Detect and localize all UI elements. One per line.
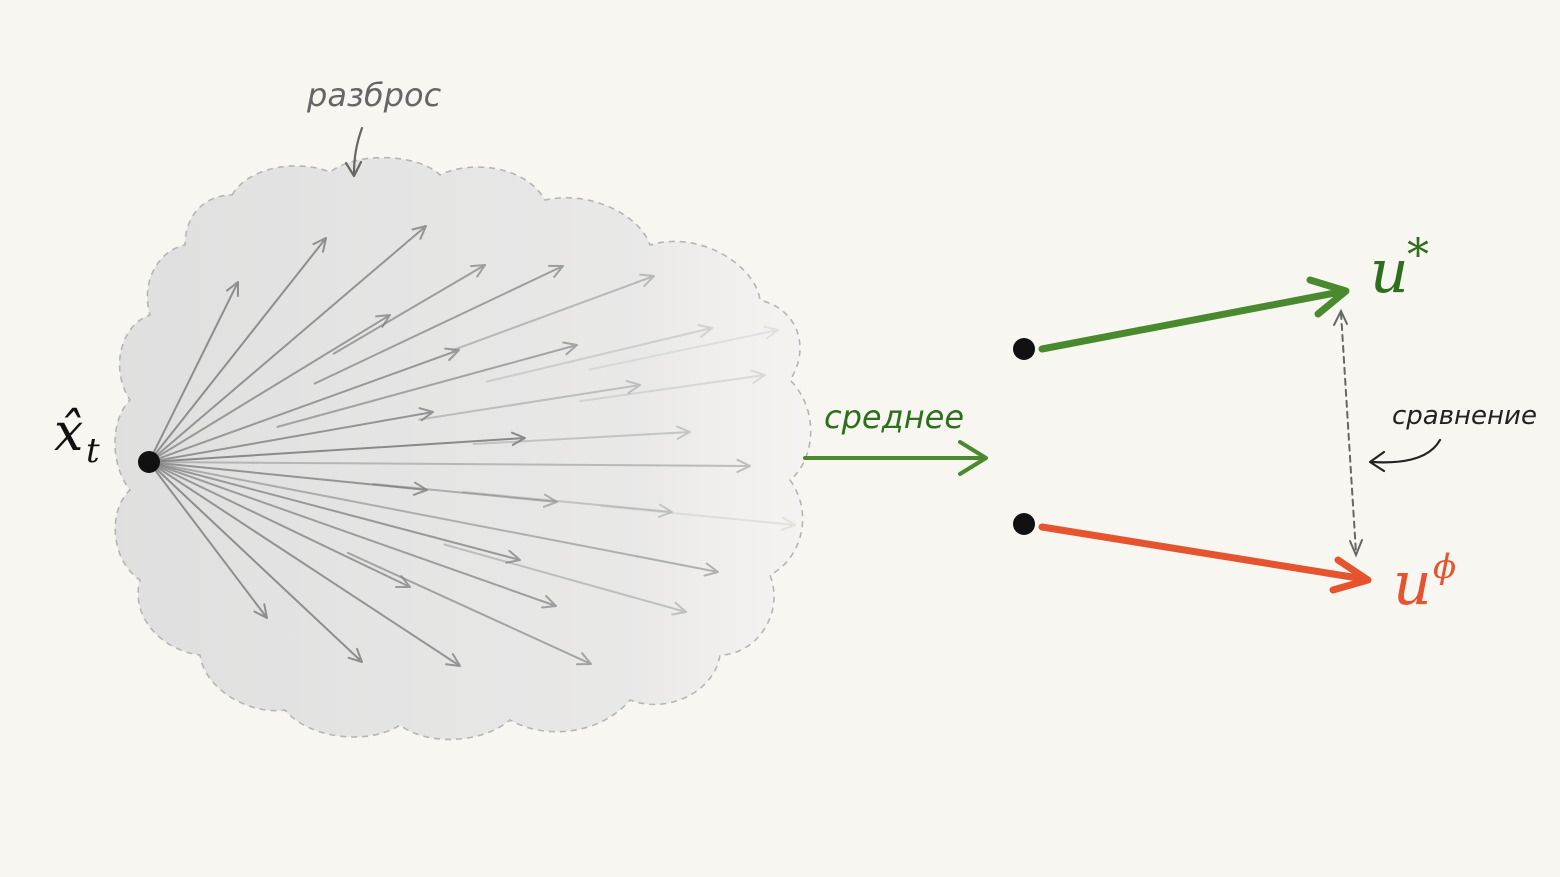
fan-arrow-icon [443, 543, 687, 616]
fan-arrow-icon [588, 325, 779, 371]
fan-arrow-icon [148, 461, 411, 588]
mean-arrow-icon [803, 440, 988, 476]
comparison-callout-icon [1368, 438, 1442, 473]
model-label: u [1393, 549, 1432, 619]
fan-arrow-icon [372, 483, 558, 508]
target-label: u [1370, 237, 1409, 307]
target-vector-icon [1038, 276, 1350, 353]
fan-arrows [148, 225, 796, 667]
mean-label: среднее [824, 398, 964, 436]
origin-label: x̂ [54, 403, 83, 463]
fan-arrow-icon [148, 314, 391, 463]
spread-label: разброс [306, 76, 442, 114]
fan-arrow-icon [472, 425, 691, 445]
spread-cloud [114, 156, 812, 741]
fan-arrow-icon [148, 461, 461, 667]
spread-callout-icon [344, 126, 364, 178]
target-label-superscript: * [1407, 230, 1429, 281]
model-start-point [1013, 513, 1035, 535]
comparison-label: сравнение [1392, 401, 1537, 431]
fan-arrow-icon [148, 431, 526, 463]
fan-arrow-icon [148, 461, 268, 619]
fan-arrow-icon [332, 264, 486, 355]
comparison-double-arrow-icon [1333, 308, 1363, 558]
fan-arrow-icon [148, 461, 719, 577]
target-start-point [1013, 338, 1035, 360]
fan-arrow-icon [148, 281, 239, 463]
fan-arrow-icon [451, 273, 655, 352]
fan-arrow-icon [418, 379, 641, 421]
fan-arrow-icon [485, 324, 713, 383]
fan-arrow-icon [346, 551, 592, 666]
origin-label-subscript: t [86, 431, 100, 471]
fan-arrow-icon [276, 341, 578, 428]
model-vector-icon [1038, 523, 1372, 594]
fan-arrow-icon [148, 237, 327, 463]
fan-arrow-icon [148, 407, 434, 463]
origin-point [138, 451, 160, 473]
fan-arrow-icon [148, 347, 460, 463]
fan-arrow-icon [579, 369, 766, 403]
fan-arrow-icon [148, 225, 427, 463]
fan-arrow-icon [600, 505, 796, 531]
model-label-superscript: ϕ [1433, 547, 1456, 587]
fan-arrow-icon [148, 461, 521, 564]
fan-arrow-icon [148, 461, 557, 609]
spread-cloud-shape [114, 156, 812, 741]
fan-arrow-icon [313, 264, 564, 385]
fan-arrow-icon [148, 458, 751, 473]
fan-arrow-icon [148, 461, 363, 663]
fan-arrow-icon [461, 491, 673, 518]
